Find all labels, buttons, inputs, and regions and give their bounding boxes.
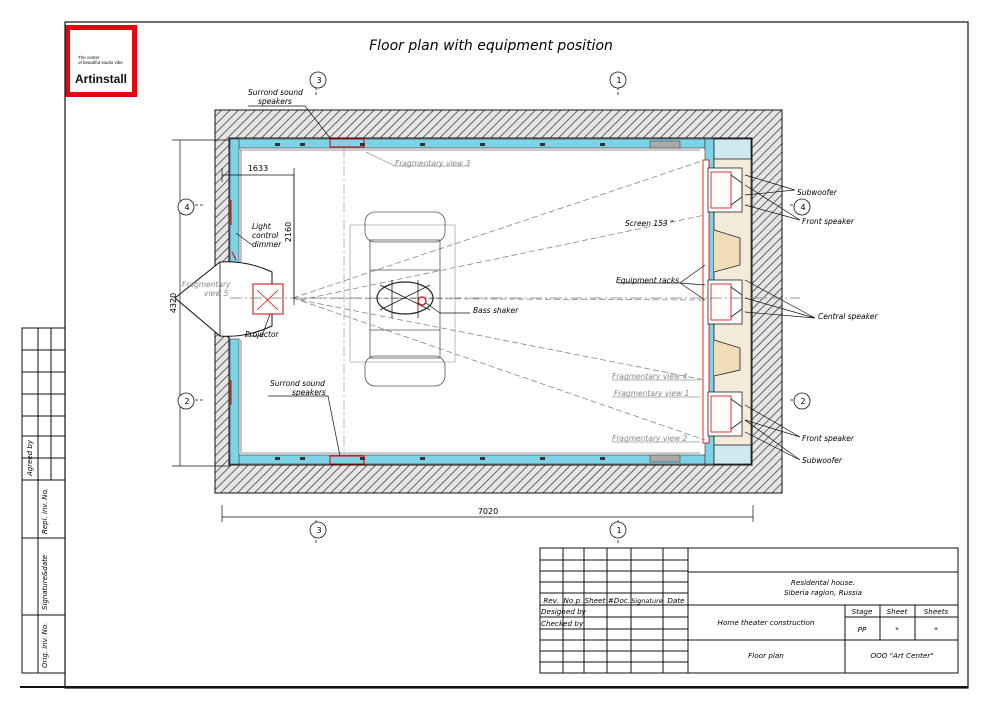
- front-wall-equipment: [702, 138, 752, 465]
- label-front-speaker-bottom: Front speaker: [802, 434, 855, 443]
- leader-lines: [235, 105, 816, 461]
- tb-header-date: Date: [667, 596, 685, 605]
- tb-header-nop: No.p.: [564, 596, 583, 605]
- title-block: [539, 547, 959, 674]
- stamp-orig-inv-no: Orig. inv. No.: [41, 623, 49, 668]
- tb-sheet-header: Sheet: [887, 607, 909, 616]
- stamp-signature-date: Signature&date: [41, 555, 49, 610]
- label-light-control-1: Light: [252, 222, 272, 231]
- tb-drawing-name: Floor plan: [748, 651, 784, 660]
- label-subwoofer-top: Subwoofer: [797, 188, 838, 197]
- dimension-1633: 1633: [248, 164, 268, 173]
- tb-header-rev: Rev.: [543, 596, 558, 605]
- tb-project-2: Siberia ragion, Russia: [784, 588, 862, 597]
- projection-lines: [230, 148, 800, 455]
- stamp-agreed-by: Agreed by: [26, 439, 34, 477]
- side-stamp: [21, 327, 66, 674]
- label-surround-bottom-2: speakers: [292, 388, 326, 397]
- label-projector: Projector: [245, 330, 280, 339]
- bass-shaker-marker: [417, 296, 427, 306]
- label-equipment-racks: Equipment racks: [616, 276, 679, 285]
- dimension-7020: 7020: [478, 507, 498, 516]
- axis-markers: [177, 71, 811, 543]
- axis-marker-4-left: 4: [184, 203, 189, 212]
- projector: [252, 283, 284, 315]
- label-fragmentary-view-1: Fragmentary view 1: [614, 389, 689, 398]
- label-fragmentary-view-2: Fragmentary view 2: [612, 434, 688, 443]
- stamp-repl-inv-no: Repl. inv. No.: [41, 488, 49, 534]
- axis-marker-2-right: 2: [800, 397, 805, 406]
- label-surround-bottom-1: Surrond sound: [270, 379, 325, 388]
- label-surround-top-1: Surrond sound: [248, 88, 303, 97]
- label-screen: Screen 153 ": [625, 219, 673, 228]
- label-bass-shaker: Bass shaker: [473, 306, 519, 315]
- label-light-control-3: dimmer: [252, 240, 282, 249]
- axis-marker-1-top: 1: [616, 76, 621, 85]
- label-surround-top-2: speakers: [258, 97, 292, 106]
- tb-header-signature: Signature: [631, 597, 663, 605]
- label-fragmentary-view-4: Fragmentary view 4: [612, 372, 688, 381]
- tb-designed-by: Designed by: [541, 607, 587, 616]
- label-subwoofer-bottom: Subwoofer: [802, 456, 843, 465]
- axis-marker-4-right: 4: [800, 203, 805, 212]
- tb-checked-by: Checked by: [541, 619, 584, 628]
- label-fragmentary-view-5-1: Fragmentary: [182, 280, 231, 289]
- tb-project-1: Residental house.: [791, 578, 855, 587]
- tb-sheet-value: *: [895, 625, 899, 634]
- label-front-speaker-top: Front speaker: [802, 217, 855, 226]
- tb-stage-header: Stage: [852, 607, 873, 616]
- axis-marker-2-left: 2: [184, 397, 189, 406]
- dimension-4320: 4320: [169, 293, 178, 313]
- tb-sheets-header: Sheets: [924, 607, 949, 616]
- tb-doc-title: Home theater construction: [718, 618, 815, 627]
- dimension-2160: 2160: [284, 222, 293, 242]
- logo-name: Artinstall: [74, 72, 127, 86]
- tb-sheets-value: *: [934, 625, 938, 634]
- axis-marker-3-bottom: 3: [316, 526, 321, 535]
- label-fragmentary-view-5-2: view 5: [204, 289, 229, 298]
- tb-stage-value: PP: [858, 625, 867, 634]
- tb-header-doc: #Doc.: [608, 596, 630, 605]
- seating: [349, 211, 456, 387]
- drawing-title: Floor plan with equipment position: [369, 38, 613, 54]
- room-walls: [214, 109, 783, 494]
- dimension-lines: [172, 139, 754, 522]
- axis-marker-3-top: 3: [316, 76, 321, 85]
- tb-company: OOO "Art Center": [870, 651, 933, 660]
- axis-marker-1-bottom: 1: [616, 526, 621, 535]
- label-central-speaker: Central speaker: [818, 312, 879, 321]
- label-fragmentary-view-3: Fragmentary view 3: [395, 159, 471, 168]
- tb-header-sheet: Sheet: [585, 596, 607, 605]
- label-light-control-2: control: [252, 231, 279, 240]
